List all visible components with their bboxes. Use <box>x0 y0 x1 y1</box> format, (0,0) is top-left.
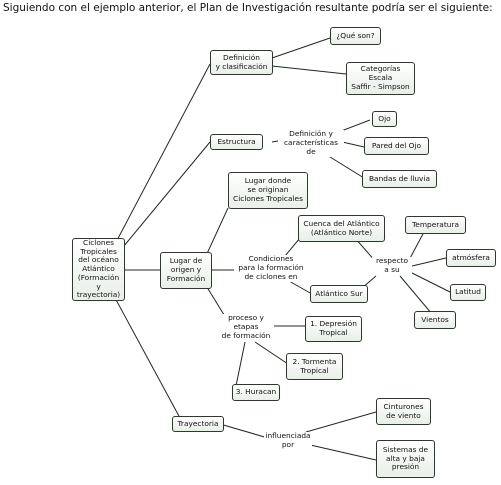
connector <box>271 37 331 59</box>
connector <box>204 207 229 259</box>
node-huracan[interactable]: 3. Huracan <box>232 384 280 401</box>
connector <box>305 443 377 461</box>
node-depresion[interactable]: 1. Depresión Tropical <box>305 316 362 342</box>
connector <box>411 257 447 267</box>
connector <box>113 63 211 247</box>
node-bandas[interactable]: Bandas de lluvia <box>362 170 437 188</box>
label-definicion-caracteristicas: Definición y características de <box>278 129 344 157</box>
node-latitud[interactable]: Latitud <box>450 284 486 301</box>
label-influenciada: influenciada por <box>264 431 312 450</box>
node-lugar-donde[interactable]: Lugar donde se originan Ciclones Tropica… <box>228 172 308 209</box>
node-que-son[interactable]: ¿Qué son? <box>330 27 381 45</box>
node-lugar-origen[interactable]: Lugar de origen y Formación <box>160 252 212 289</box>
node-pared-ojo[interactable]: Pared del Ojo <box>364 137 429 155</box>
connector <box>113 295 181 419</box>
node-definicion[interactable]: Definición y clasificación <box>210 50 273 75</box>
connector <box>305 411 377 433</box>
connector <box>219 423 269 439</box>
label-proceso: proceso y etapas de formación <box>218 313 274 341</box>
node-cuenca[interactable]: Cuenca del Atlántico (Atlántico Norte) <box>298 215 385 242</box>
connector <box>254 341 289 365</box>
node-categorias[interactable]: Categorías Escala Saffir - Simpson <box>346 62 415 95</box>
node-estructura[interactable]: Estructura <box>210 134 263 150</box>
node-atmosfera[interactable]: atmósfera <box>446 249 496 267</box>
connector <box>399 275 433 315</box>
node-cinturones[interactable]: Cinturones de viento <box>376 398 431 425</box>
page-title: Siguiendo con el ejemplo anterior, el Pl… <box>3 2 493 14</box>
connector <box>271 65 347 75</box>
node-vientos[interactable]: Vientos <box>414 311 456 329</box>
node-root[interactable]: Ciclones Tropicales del océano Atlántico… <box>72 238 125 301</box>
label-condiciones: Condiciones para la formación de ciclone… <box>234 254 308 282</box>
connector <box>235 341 246 387</box>
node-ojo[interactable]: Ojo <box>372 111 397 127</box>
node-tormenta[interactable]: 2. Tormenta Tropical <box>286 353 343 380</box>
node-temperatura[interactable]: Temperatura <box>405 216 466 234</box>
connector <box>204 283 227 319</box>
node-atlantico-sur[interactable]: Atlántico Sur <box>310 285 368 303</box>
node-trayectoria[interactable]: Trayectoria <box>172 416 224 432</box>
node-sistemas[interactable]: Sistemas de alta y baja presión <box>376 440 435 478</box>
label-respecto: respecto a su <box>372 256 412 275</box>
connector <box>409 271 451 293</box>
connector <box>113 141 211 259</box>
